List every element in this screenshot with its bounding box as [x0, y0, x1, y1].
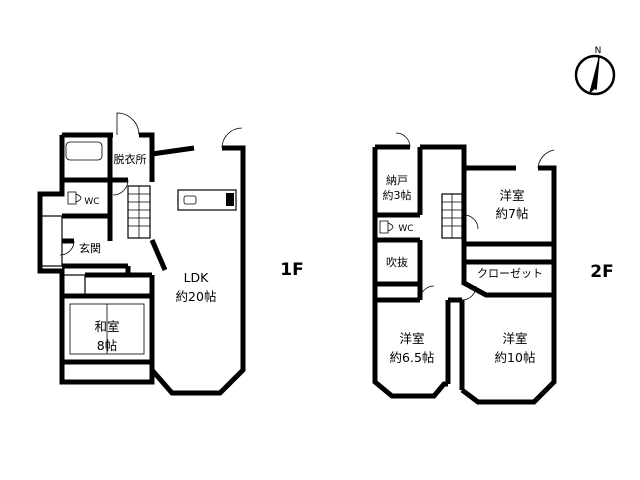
- room-label-wc: WC: [84, 197, 99, 207]
- 2f-door-swing-3: [419, 285, 435, 301]
- closet-outline: [461, 259, 554, 298]
- kitchen-counter: [177, 189, 237, 211]
- compass: N: [574, 46, 616, 96]
- room-label-bed3-size: 約10帖: [495, 350, 536, 365]
- door-swing-3: [59, 240, 75, 256]
- 1f-wall-k: [149, 239, 168, 271]
- room-label-washitsu-size: 8帖: [97, 338, 117, 353]
- room-label-void: 吹抜: [386, 255, 408, 269]
- room-label-bed3: 洋室: [502, 331, 527, 346]
- room-label-storage: 納戸: [386, 174, 408, 187]
- north-arrow-icon: [589, 56, 599, 94]
- room-label-dressing: 脱衣所: [114, 152, 147, 166]
- 2f-door-swing-4: [461, 285, 477, 301]
- north-label: N: [595, 46, 602, 56]
- 1f-stairs: [127, 185, 151, 239]
- room-label-bed1-size: 約7帖: [496, 206, 529, 221]
- room-label-closet: クローゼット: [477, 267, 543, 280]
- room-label-entrance: 玄関: [79, 241, 101, 255]
- 2f-stairs: [441, 193, 463, 239]
- kitchen-stove: [226, 193, 234, 206]
- 2f-outer-wall: [372, 144, 557, 405]
- floor-label-1f: 1F: [280, 260, 303, 280]
- toilet-icon: [67, 191, 82, 205]
- porch: [39, 215, 63, 267]
- door-swing-2: [221, 127, 243, 149]
- compass-ring: [574, 54, 616, 96]
- floor-label-2f: 2F: [590, 262, 613, 282]
- door-swing-4: [112, 179, 129, 196]
- room-label-bed2: 洋室: [399, 331, 424, 346]
- 2f-door-swing-2: [537, 149, 555, 169]
- 2f-door-swing-5: [463, 214, 479, 230]
- room-label-bed2-size: 約6.5帖: [390, 350, 435, 365]
- north-arrow-stem: [595, 55, 600, 91]
- 2f-toilet-icon: [379, 220, 394, 234]
- first-floor-plan: 脱衣所 WC 玄関 LDK 約20帖 和室 8帖 1F: [37, 112, 304, 396]
- room-label-storage-size: 約3帖: [383, 188, 412, 202]
- room-label-ldk-size: 約20帖: [176, 289, 217, 304]
- bathtub: [65, 141, 103, 161]
- 2f-door-swing-1: [395, 132, 411, 148]
- room-label-washitsu: 和室: [94, 319, 119, 334]
- room-label-ldk: LDK: [184, 270, 210, 285]
- door-swing-1: [116, 112, 140, 136]
- oshiire: [61, 274, 86, 297]
- washitsu-outline: [59, 293, 155, 365]
- room-label-bed1: 洋室: [499, 188, 524, 203]
- second-floor-plan: 納戸 約3帖 WC 吹抜 洋室 約7帖 クローゼット 洋室 約6.5帖 洋室 約…: [372, 132, 614, 405]
- kitchen-sink: [183, 195, 197, 205]
- room-label-2f-wc: WC: [398, 224, 413, 234]
